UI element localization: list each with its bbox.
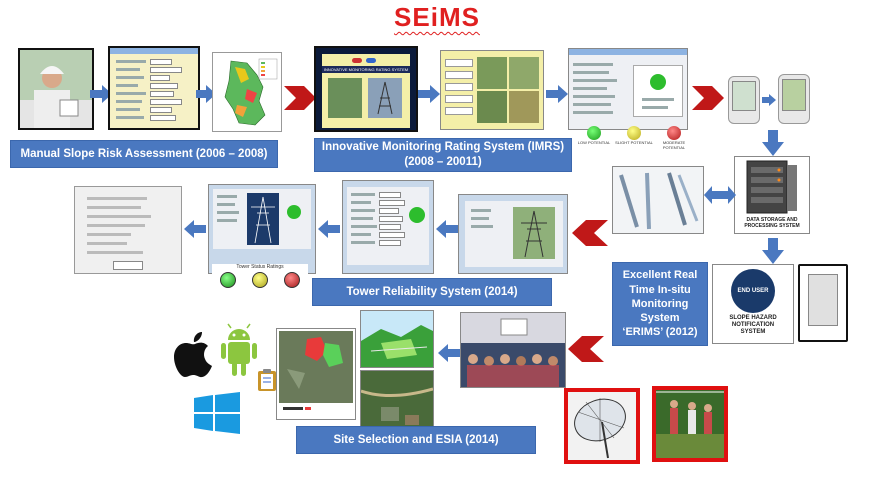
imrs-label: Innovative Monitoring Rating System (IMR…	[314, 138, 572, 172]
end-user-label: END USER	[737, 288, 769, 294]
flow-arrow-5	[762, 94, 776, 106]
flow-arrow-left-1	[436, 220, 458, 238]
imrs-data-screen	[440, 50, 544, 130]
windows-icon	[194, 392, 240, 434]
field-workers-photo	[652, 386, 728, 462]
clipboard-icon	[258, 369, 276, 391]
end-user-notification: END USER SLOPE HAZARD NOTIFICATION SYSTE…	[712, 264, 794, 344]
imrs-result-screen	[568, 48, 688, 130]
flow-arrow-left-4	[438, 344, 460, 362]
sensor-equipment-photos	[612, 166, 704, 234]
tower-green-indicator	[220, 272, 236, 288]
phase-chevron-2	[692, 86, 724, 110]
erims-label: Excellent Real Time In-situ Monitoring S…	[612, 262, 708, 346]
android-icon	[221, 323, 257, 376]
tower-red-indicator	[284, 272, 300, 288]
phase-chevron-4	[568, 336, 604, 362]
satellite-dish-icon	[568, 392, 636, 460]
data-storage-server: DATA STORAGE AND PROCESSING SYSTEM	[734, 156, 810, 234]
moderate-potential-indicator: MODERATE POTENTIAL	[652, 126, 696, 160]
moderate-potential-label: MODERATE POTENTIAL	[662, 140, 686, 150]
slope-hazard-label-3: SYSTEM	[740, 329, 766, 335]
pda-device-1	[728, 76, 760, 124]
tower-status-panel: Tower Status Ratings	[212, 264, 308, 296]
flow-arrow-4	[546, 85, 568, 103]
tower-yellow-indicator	[252, 272, 268, 288]
imrs-banner: INNOVATIVE MONITORING RATING SYSTEM	[322, 66, 410, 73]
phase-chevron-3	[572, 220, 608, 246]
msra-form-screenshot	[108, 46, 200, 130]
site-selection-label: Site Selection and ESIA (2014)	[296, 426, 536, 454]
slight-potential-indicator: SLIGHT POTENTIAL	[614, 126, 654, 160]
flow-arrow-2	[196, 85, 216, 103]
page-title: SEiMS	[394, 2, 480, 32]
flow-arrow-left-2	[318, 220, 340, 238]
checklist-screen	[74, 186, 182, 274]
data-storage-label: DATA STORAGE AND PROCESSING SYSTEM	[744, 217, 800, 229]
flow-arrow-down-1	[762, 130, 784, 156]
field-engineer-photo	[18, 48, 94, 130]
site-selection-map	[276, 328, 356, 420]
slope-hazard-label-1: SLOPE HAZARD	[729, 315, 777, 321]
tower-photo-screen	[458, 194, 568, 274]
tower-status-screen	[208, 184, 316, 274]
msra-label: Manual Slope Risk Assessment (2006 – 200…	[10, 140, 278, 168]
imrs-label-line1: Innovative Monitoring Rating System (IMR…	[321, 141, 565, 154]
flow-arrow-1	[90, 85, 112, 103]
low-potential-indicator: LOW POTENTIAL	[576, 126, 612, 160]
imrs-label-line2: (2008 – 20011)	[404, 156, 482, 168]
trs-label: Tower Reliability System (2014)	[312, 278, 552, 306]
flow-arrow-left-3	[184, 220, 206, 238]
flow-arrow-3	[418, 85, 440, 103]
pda-device-2	[778, 74, 810, 124]
terrain-3d-view	[360, 310, 434, 368]
slope-hazard-label-2: NOTIFICATION	[731, 322, 775, 328]
apple-icon	[174, 332, 212, 378]
low-potential-label: LOW POTENTIAL	[577, 140, 611, 145]
pda-device-3	[798, 264, 848, 342]
bidirectional-arrow	[704, 186, 736, 204]
tower-status-label: Tower Status Ratings	[236, 264, 284, 270]
phase-chevron-1	[284, 86, 316, 110]
slight-potential-label: SLIGHT POTENTIAL	[615, 140, 653, 145]
imrs-main-screen: INNOVATIVE MONITORING RATING SYSTEM	[314, 46, 418, 132]
slope-risk-map	[212, 52, 282, 132]
flow-arrow-down-2	[762, 238, 784, 264]
workshop-audience-photo	[460, 312, 566, 388]
satellite-dish-photo	[564, 388, 640, 464]
tower-form-screen	[342, 180, 434, 274]
